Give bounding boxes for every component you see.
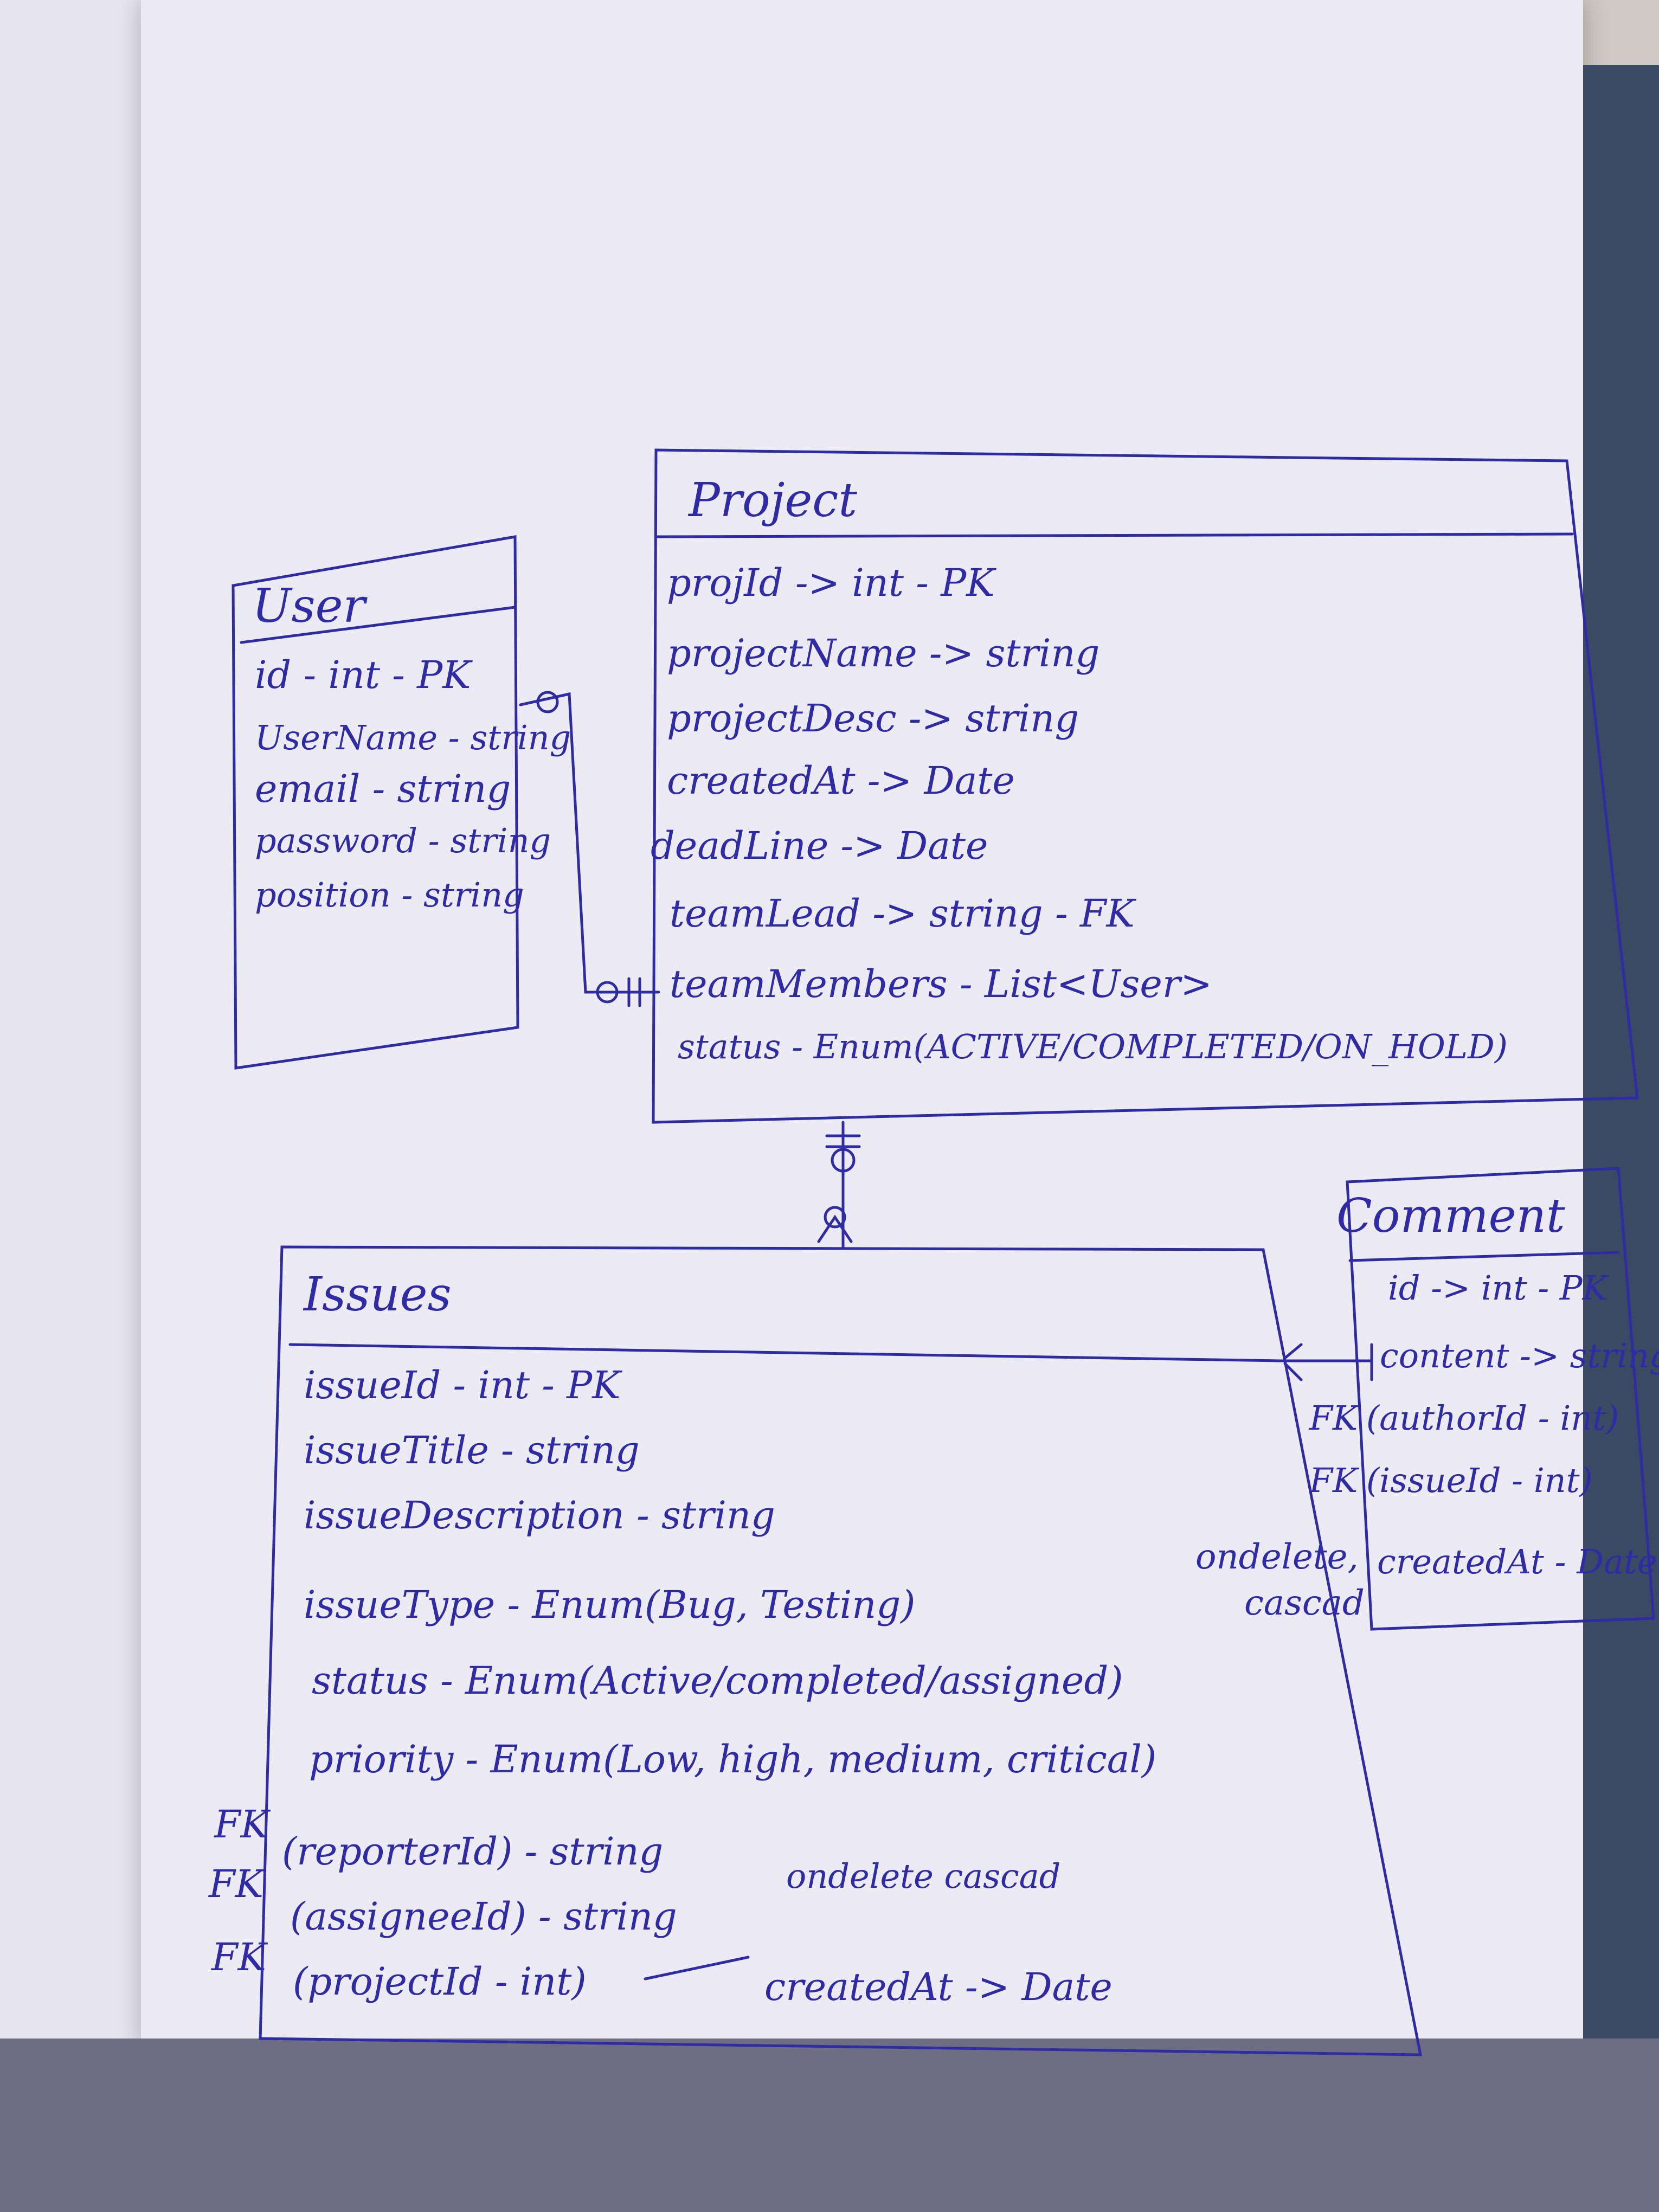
issues-fk-mark-reporter: FK	[214, 1802, 269, 1847]
notebook-page	[141, 0, 1583, 2049]
left-notebook-page	[0, 0, 146, 2049]
user-field-position: position - string	[255, 875, 524, 915]
issues-field-reporterid: (reporterId) - string	[282, 1829, 664, 1874]
issues-field-status: status - Enum(Active/completed/assigned)	[312, 1658, 1123, 1703]
user-field-id: id - int - PK	[255, 653, 471, 697]
comment-fk-mark-issue: FK	[1309, 1461, 1358, 1500]
projectid-underline	[644, 1956, 750, 1980]
project-field-projid: projId -> int - PK	[667, 561, 995, 605]
comment-ondelete-note-1: ondelete,	[1195, 1537, 1359, 1577]
comment-fk-mark-author: FK	[1309, 1398, 1358, 1438]
project-field-projectdesc: projectDesc -> string	[667, 696, 1079, 741]
comment-entity-box	[1346, 1167, 1655, 1631]
project-header-divider	[654, 532, 1574, 538]
issues-field-issueid: issueId - int - PK	[304, 1363, 621, 1407]
comment-entity-title: Comment	[1336, 1189, 1565, 1243]
comment-field-createdat: createdAt - Date	[1377, 1542, 1657, 1581]
comment-ondelete-note-2: cascad	[1244, 1583, 1365, 1623]
comment-field-content: content -> string	[1380, 1336, 1659, 1375]
issues-header-divider	[288, 1343, 1281, 1362]
issues-fk-mark-project: FK	[211, 1935, 266, 1979]
user-teammembers-connector	[519, 692, 660, 994]
project-field-projectname: projectName -> string	[667, 631, 1100, 676]
background-fabric-right	[1583, 65, 1659, 2071]
comment-header-divider	[1348, 1251, 1620, 1262]
issues-field-issuetitle: issueTitle - string	[304, 1428, 640, 1472]
comment-field-authorid: (authorId - int)	[1366, 1398, 1619, 1438]
issues-entity-title: Issues	[304, 1268, 452, 1322]
background-fabric-bottom	[0, 2039, 1659, 2212]
issues-entity-box	[259, 1245, 1423, 2056]
project-entity-box	[652, 448, 1639, 1124]
user-zero-or-many-circle	[536, 691, 559, 713]
project-entity-title: Project	[689, 473, 858, 528]
issues-field-createdat: createdAt -> Date	[764, 1965, 1113, 2009]
user-entity-box	[232, 535, 519, 1070]
user-entity-title: User	[252, 579, 365, 633]
user-header-divider	[240, 606, 517, 644]
comment-field-id: id -> int - PK	[1388, 1268, 1607, 1308]
issues-field-issuetype: issueType - Enum(Bug, Testing)	[304, 1583, 916, 1627]
issues-field-priority: priority - Enum(Low, high, medium, criti…	[309, 1737, 1157, 1782]
project-field-deadline: deadLine -> Date	[651, 824, 988, 868]
project-zero-or-one-circle	[596, 981, 619, 1004]
user-field-password: password - string	[255, 821, 551, 860]
issues-field-issuedescription: issueDescription - string	[304, 1493, 775, 1538]
project-field-teammembers: teamMembers - List<User>	[670, 962, 1212, 1006]
issues-field-assigneeid: (assigneeId) - string	[290, 1894, 677, 1939]
project-field-teamlead: teamLead -> string - FK	[670, 891, 1135, 936]
user-field-username: UserName - string	[255, 718, 571, 757]
issues-fk-mark-assignee: FK	[209, 1862, 263, 1906]
project-field-createdat: createdAt -> Date	[667, 758, 1015, 803]
issues-ondelete-note: ondelete cascad	[786, 1856, 1061, 1896]
issues-field-projectid: (projectId - int)	[293, 1959, 587, 2004]
user-field-email: email - string	[255, 767, 511, 811]
comment-field-issueid: (issueId - int)	[1366, 1461, 1593, 1500]
project-field-status: status - Enum(ACTIVE/COMPLETED/ON_HOLD)	[678, 1027, 1508, 1066]
